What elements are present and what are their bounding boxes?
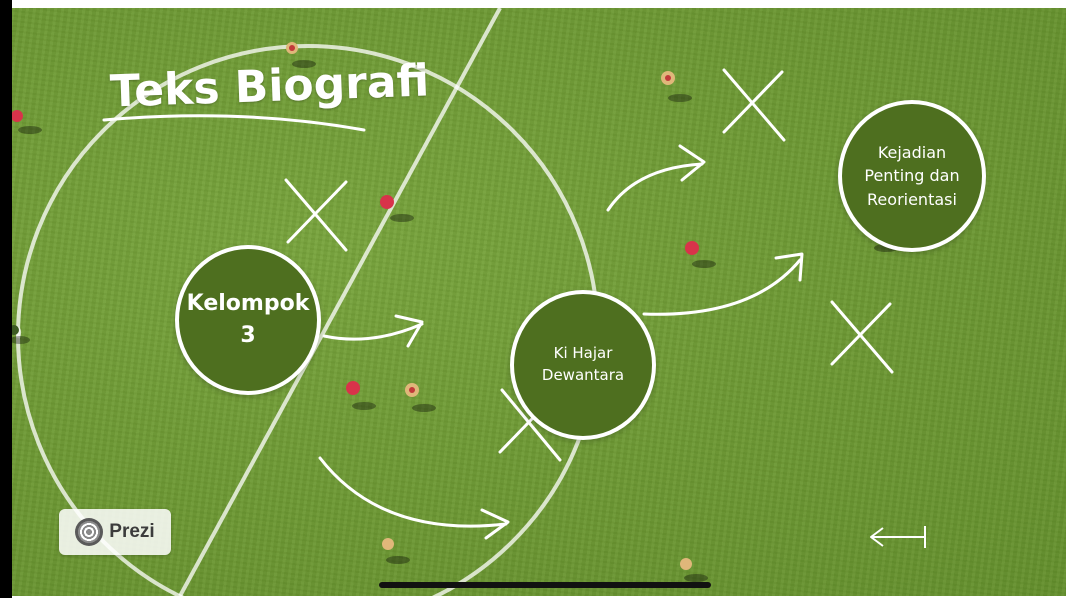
player-figure [405, 383, 436, 412]
arrow-icon [644, 254, 802, 314]
node-line: Kelompok [187, 291, 310, 316]
node-line: 3 [240, 323, 255, 348]
node-line: Kejadian [878, 143, 946, 162]
topic-node-kejadian[interactable]: Kejadian Penting dan Reorientasi [838, 100, 986, 252]
topic-node-ki-hajar[interactable]: Ki Hajar Dewantara [510, 290, 656, 440]
player-figure [12, 110, 42, 134]
player-figure [680, 558, 708, 582]
arrow-icon [608, 146, 704, 210]
topic-node-kelompok[interactable]: Kelompok 3 [175, 245, 321, 395]
node-label-ki-hajar: Ki Hajar Dewantara [542, 343, 624, 387]
left-edge-bar [0, 0, 12, 598]
prezi-badge[interactable]: Prezi [59, 509, 171, 555]
player-figure [346, 381, 376, 410]
arrow-icon [320, 458, 508, 538]
node-line: Dewantara [542, 366, 624, 384]
player-figure [12, 325, 30, 344]
player-figure [382, 538, 410, 564]
node-label-kejadian: Kejadian Penting dan Reorientasi [864, 141, 959, 211]
arrow-icon [324, 316, 422, 346]
prezi-logo-icon [75, 518, 103, 546]
player-figure [661, 71, 692, 102]
player-figure [685, 241, 716, 268]
left-arrow-icon[interactable] [865, 522, 929, 552]
home-indicator[interactable] [379, 582, 711, 588]
presentation-canvas[interactable]: Teks Biografi Kelompok 3 Ki Hajar Dewant… [12, 8, 1066, 596]
node-line: Penting dan [864, 166, 959, 185]
x-mark-icon [724, 70, 784, 140]
node-line: Reorientasi [867, 190, 957, 209]
node-label-kelompok: Kelompok 3 [187, 288, 310, 352]
top-edge-strip [12, 0, 1067, 8]
x-mark-icon [286, 180, 346, 250]
node-line: Ki Hajar [554, 344, 613, 362]
x-mark-icon [832, 302, 892, 372]
players [12, 42, 898, 582]
prezi-label: Prezi [109, 521, 154, 543]
presentation-title: Teks Biografi [109, 52, 430, 120]
